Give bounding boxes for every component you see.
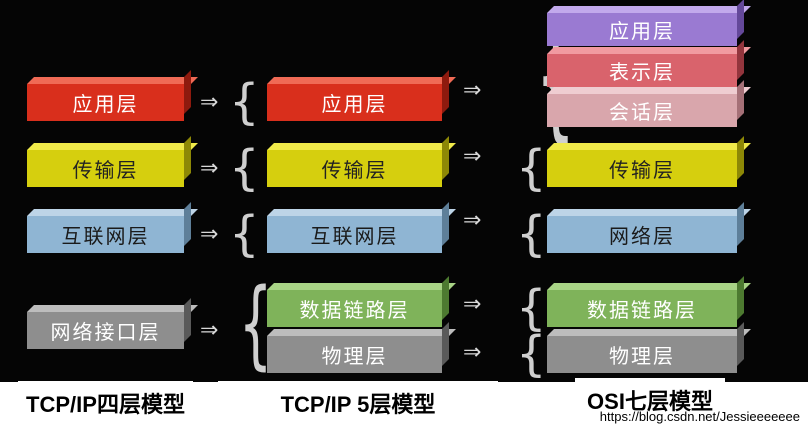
brace-icon: { [238,268,273,380]
right-application-label: 应用层 [609,19,675,43]
watermark: https://blog.csdn.net/Jessieeeeeee [599,409,800,424]
left-application-label: 应用层 [72,92,139,116]
left-caption: TCP/IP四层模型 [18,381,193,425]
right-network-layer: 网络层 [547,202,751,253]
arrow-icon: ⇒ [463,144,482,169]
arrow-icon: ⇒ [463,78,482,103]
right-session-layer: 会话层 [547,80,751,127]
left-internet-layer: 互联网层 [27,202,198,253]
middle-data-link-layer: 数据链路层 [267,276,456,327]
left-network-interface-label: 网络接口层 [50,320,161,344]
arrow-icon: ⇒ [200,318,219,343]
middle-caption: TCP/IP 5层模型 [218,381,498,425]
diagram-panel: 应用层 传输层 互联网层 网络接口层 ⇒ { ⇒ { ⇒ { ⇒ { 应用层 传… [0,0,808,382]
right-presentation-layer: 表示层 [547,40,751,87]
arrow-icon: ⇒ [200,156,219,181]
right-session-label: 会话层 [609,100,675,124]
arrow-icon: ⇒ [463,292,482,317]
arrow-icon: ⇒ [463,340,482,365]
right-data-link-layer: 数据链路层 [547,276,751,327]
middle-data-link-label: 数据链路层 [299,298,410,322]
brace-icon: { [516,206,547,262]
brace-icon: { [229,140,260,196]
right-physical-layer: 物理层 [547,322,751,373]
right-application-layer: 应用层 [547,0,751,46]
middle-application-label: 应用层 [321,92,388,116]
middle-internet-label: 互联网层 [310,224,399,248]
right-transport-layer: 传输层 [547,136,751,187]
right-presentation-label: 表示层 [609,60,675,84]
middle-physical-layer: 物理层 [267,322,456,373]
left-transport-layer: 传输层 [27,136,198,187]
middle-internet-layer: 互联网层 [267,202,456,253]
left-transport-label: 传输层 [72,158,139,182]
right-data-link-label: 数据链路层 [587,298,697,322]
right-network-label: 网络层 [609,224,675,248]
right-transport-label: 传输层 [609,158,675,182]
left-application-layer: 应用层 [27,70,198,121]
arrow-icon: ⇒ [200,90,219,115]
middle-physical-label: 物理层 [321,344,388,368]
middle-transport-label: 传输层 [321,158,388,182]
brace-icon: { [516,280,547,336]
right-physical-label: 物理层 [609,344,675,368]
middle-transport-layer: 传输层 [267,136,456,187]
brace-icon: { [516,326,547,382]
right-caption: OSI七层模型 [575,378,725,422]
brace-icon: { [516,140,547,196]
brace-icon: { [229,206,260,262]
left-network-interface-layer: 网络接口层 [27,298,198,349]
brace-icon: { [229,74,260,130]
arrow-icon: ⇒ [463,208,482,233]
arrow-icon: ⇒ [200,222,219,247]
middle-application-layer: 应用层 [267,70,456,121]
left-internet-label: 互联网层 [61,224,150,248]
